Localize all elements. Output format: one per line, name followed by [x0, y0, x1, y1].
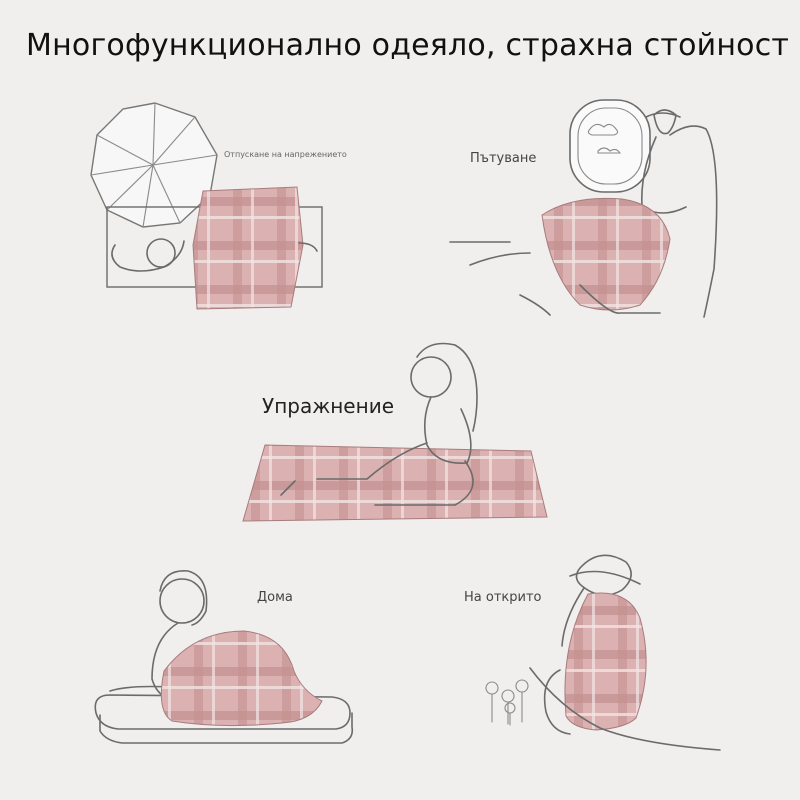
blanket	[242, 444, 548, 522]
exercise-label: Упражнение	[262, 394, 394, 418]
blanket	[564, 592, 647, 731]
home-label: Дома	[257, 590, 293, 605]
flower-icon	[485, 679, 529, 726]
outdoor-scene	[485, 554, 721, 751]
power-outage-label: Отпускане на напрежението	[224, 150, 347, 159]
blanket	[160, 630, 323, 727]
airplane-window-icon	[569, 99, 651, 193]
outdoor-label: На открито	[464, 590, 542, 605]
page-title: Многофункционално одеяло, страхна стойно…	[26, 28, 790, 63]
home-scene	[94, 570, 354, 744]
power-outage-scene	[90, 102, 323, 310]
travel-label: Пътуване	[470, 151, 537, 166]
blanket	[192, 186, 304, 310]
umbrella-icon	[90, 102, 218, 228]
exercise-scene	[242, 342, 548, 522]
blanket	[541, 197, 671, 311]
travel-scene	[449, 99, 718, 318]
